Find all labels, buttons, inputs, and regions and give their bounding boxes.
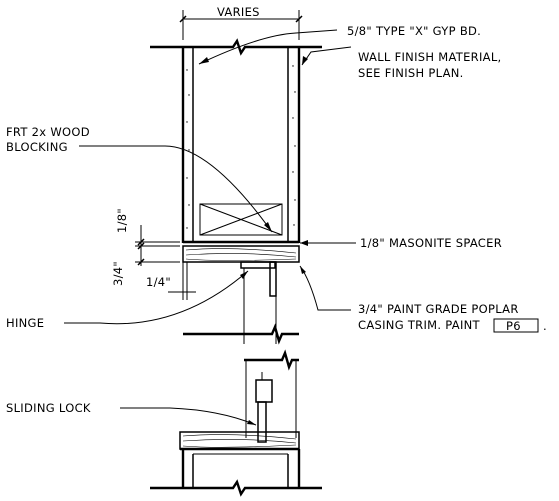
paint-tag-box <box>493 318 539 333</box>
label-dim-eighth: 1/8" <box>115 208 129 233</box>
label-casing-period: . <box>543 319 547 333</box>
wall-section-top <box>150 38 322 345</box>
wall-section-bottom <box>150 349 322 497</box>
leader-lines <box>64 29 356 426</box>
label-wall-finish-line1: WALL FINISH MATERIAL, <box>358 50 501 64</box>
label-blocking-line2: BLOCKING <box>6 140 68 154</box>
label-blocking-line1: FRT 2x WOOD <box>6 125 90 139</box>
label-dim-quarter: 1/4" <box>146 275 171 289</box>
label-gyp-board: 5/8" TYPE "X" GYP BD. <box>347 24 481 38</box>
dimension-varies <box>179 10 303 40</box>
label-wall-finish-line2: SEE FINISH PLAN. <box>358 66 464 80</box>
label-hinge: HINGE <box>6 316 44 330</box>
label-paint-tag: P6 <box>506 319 521 333</box>
label-varies: VARIES <box>217 5 260 19</box>
label-casing-line1: 3/4" PAINT GRADE POPLAR <box>358 302 519 316</box>
label-sliding-lock: SLIDING LOCK <box>6 401 91 415</box>
label-dim-three-quarter: 3/4" <box>111 261 125 286</box>
label-masonite-spacer: 1/8" MASONITE SPACER <box>360 236 502 250</box>
dimension-quarter <box>168 262 196 300</box>
label-casing-line2: CASING TRIM. PAINT <box>358 318 481 332</box>
dimension-vertical <box>135 225 180 266</box>
